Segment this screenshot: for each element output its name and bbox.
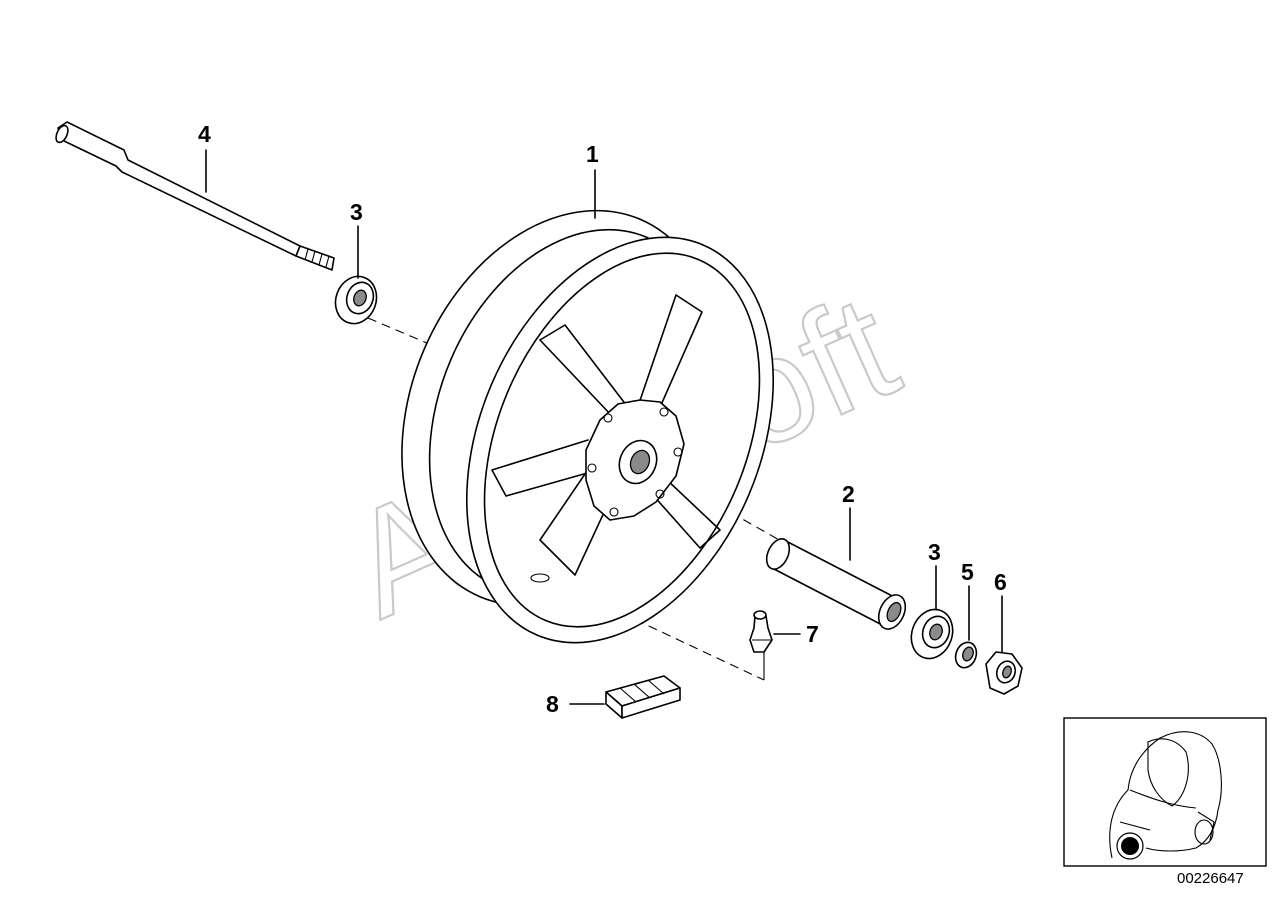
valve-part [749,610,773,653]
highlight-marker [1121,837,1139,855]
nut-part [985,651,1023,695]
washer-part [954,641,978,669]
callout-3-left: 3 [350,199,363,225]
callout-2: 2 [842,481,855,507]
axle-part [55,121,335,271]
callout-leaders [205,149,1003,705]
document-number: 00226647 [1177,870,1244,887]
callout-3-right: 3 [928,539,941,565]
callout-6: 6 [994,569,1007,595]
bearing-left-part [334,275,378,325]
front-wheel-part [401,209,774,644]
spacer-sleeve-part [765,538,907,630]
callout-1: 1 [586,141,599,167]
vehicle-location-inset [1063,717,1267,867]
callout-7: 7 [806,621,819,647]
balance-weight-part [605,675,681,719]
callout-8: 8 [546,691,559,717]
callout-labels: 1 4 3 2 3 5 6 7 8 [198,121,1007,717]
bearing-right-part [910,608,954,660]
callout-4: 4 [198,121,211,147]
callout-5: 5 [961,559,974,585]
